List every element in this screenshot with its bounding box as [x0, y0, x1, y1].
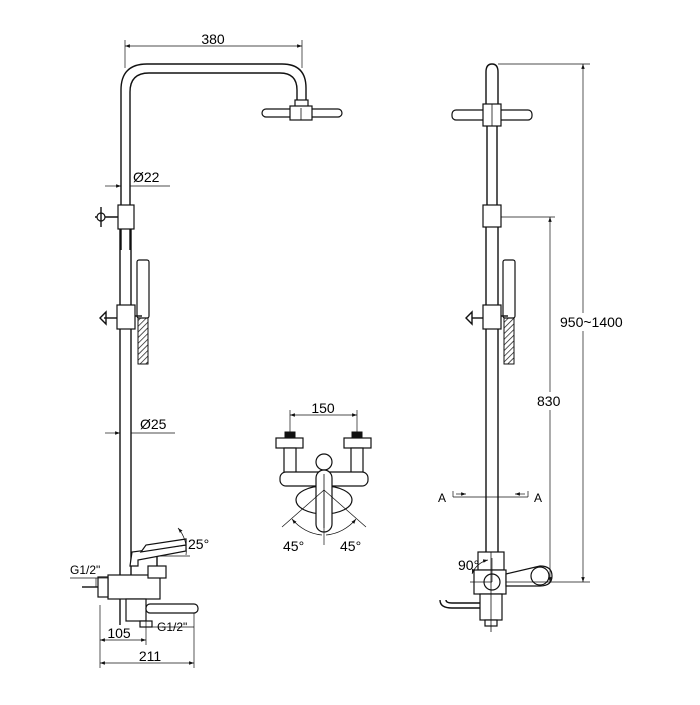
- dim-950-1400-label: 950~1400: [560, 314, 623, 330]
- dim-d25: Ø25: [105, 416, 175, 435]
- dim-105: 105: [99, 605, 147, 668]
- dim-950-1400: 950~1400: [498, 63, 638, 583]
- dim-d25-label: Ø25: [140, 416, 167, 432]
- diverter-valve: [95, 204, 135, 230]
- dim-150: 150: [289, 400, 358, 432]
- section-a-right: A: [534, 491, 542, 505]
- dim-inlet-thread: G1/2": [70, 563, 108, 587]
- angle-right-label: 45°: [340, 538, 361, 554]
- mixer-top-view: 150 45° 45°: [275, 400, 372, 554]
- riser-pipe: [119, 229, 132, 575]
- dim-380-label: 380: [201, 31, 225, 47]
- shower-head: [261, 99, 343, 121]
- slide-bracket: [99, 304, 142, 330]
- side-mixer: [439, 551, 553, 632]
- dim-90deg-label: 90°: [458, 557, 479, 573]
- dim-830-label: 830: [537, 393, 561, 409]
- dim-105-label: 105: [107, 625, 131, 641]
- shower-arm: [120, 63, 307, 250]
- dim-211: 211: [100, 613, 195, 668]
- front-view: 380 Ø22: [70, 31, 343, 668]
- dim-830: 830: [501, 216, 566, 582]
- spout-thread-label: G1/2": [157, 620, 187, 634]
- angle-left-label: 45°: [283, 538, 304, 554]
- dim-90deg: 90°: [458, 557, 493, 583]
- dim-d22: Ø22: [105, 169, 170, 188]
- section-a-left: A: [438, 491, 446, 505]
- dim-25deg: 25°: [158, 527, 209, 557]
- section-a-a: A A: [438, 491, 542, 505]
- dim-25deg-label: 25°: [188, 536, 209, 552]
- side-shower-head: [451, 103, 533, 127]
- inlet-thread-label: G1/2": [70, 563, 100, 577]
- mixer-body: [82, 538, 199, 628]
- dim-380: 380: [124, 31, 303, 68]
- dim-d22-label: Ø22: [133, 169, 160, 185]
- dim-spout-thread: G1/2": [146, 620, 194, 634]
- dim-150-label: 150: [311, 400, 335, 416]
- dim-211-label: 211: [139, 648, 162, 664]
- hand-shower: [136, 259, 150, 365]
- side-view: 90° A A 950~1400 830: [438, 63, 638, 632]
